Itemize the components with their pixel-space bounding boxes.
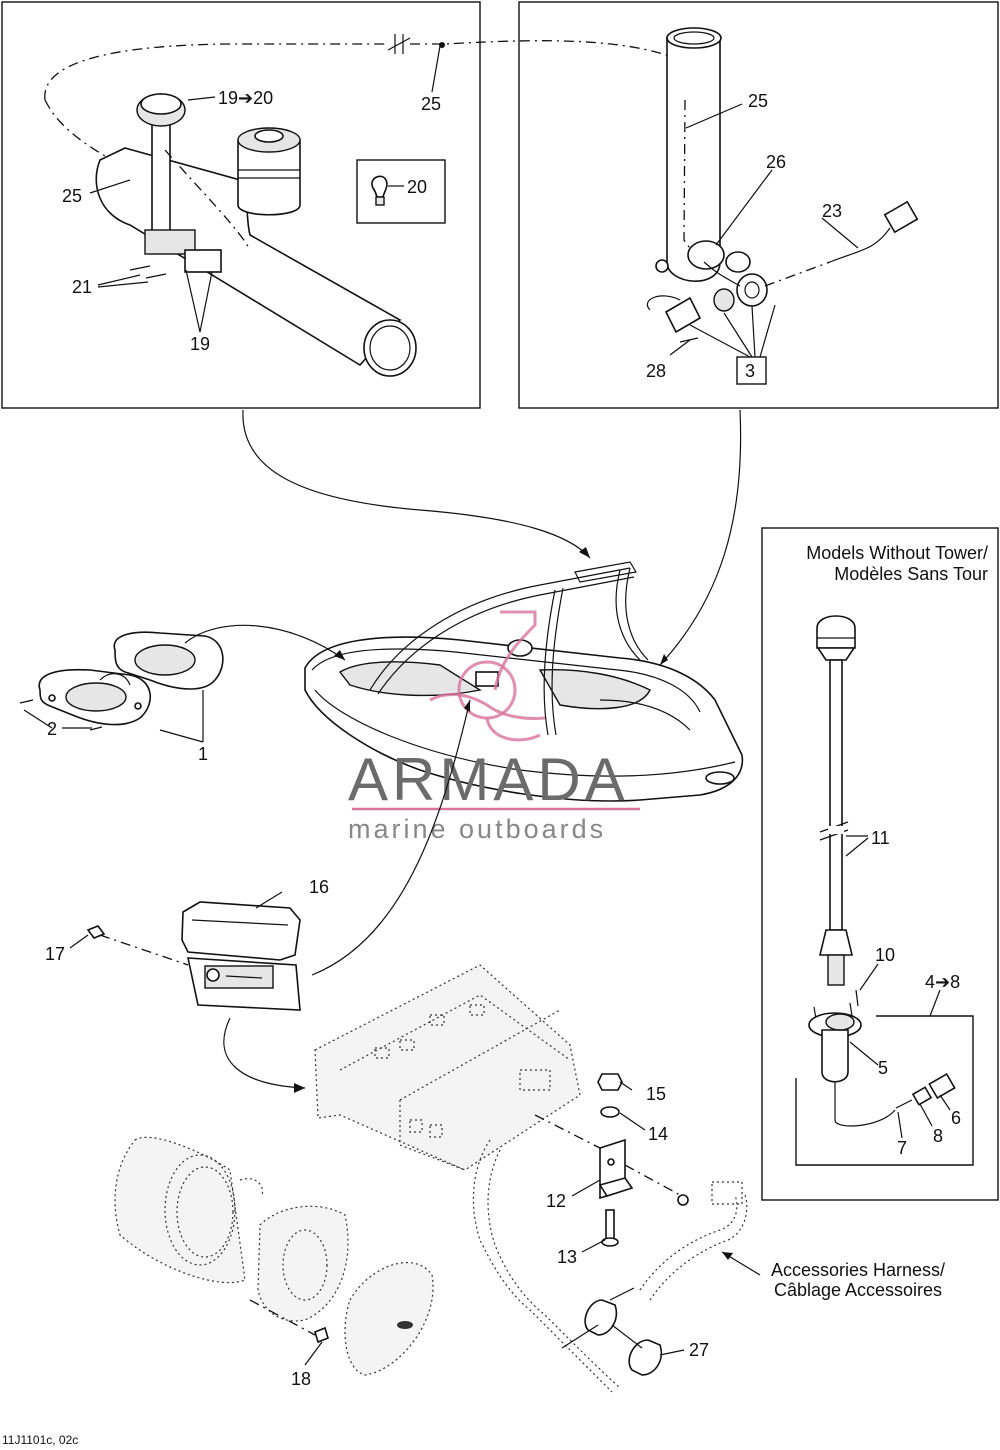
- inset-tower-tube-harness: [518, 1, 999, 409]
- callout-3: 3: [745, 361, 755, 381]
- inset-4-8-frame: [795, 1015, 974, 1166]
- accessories-harness-line1: Accessories Harness/: [771, 1260, 945, 1280]
- harness-connector: [711, 1181, 743, 1205]
- grille-assembly: [19, 631, 224, 743]
- drawing-code: 11J1101c, 02c: [2, 1433, 78, 1447]
- callout-23: 23: [822, 201, 842, 221]
- callout-21: 21: [72, 277, 92, 297]
- armada-watermark-logo: [429, 610, 546, 742]
- cable-ties: [561, 1287, 685, 1376]
- models-without-tower-line1: Models Without Tower/: [806, 543, 988, 563]
- boat-stereo-location: [475, 671, 499, 687]
- callout-17: 17: [45, 944, 65, 964]
- stern-light-pole: [829, 659, 843, 931]
- mount-bolt: [605, 1209, 615, 1241]
- socket: [736, 273, 768, 307]
- callout-14: 14: [648, 1124, 668, 1144]
- callout-16: 16: [309, 877, 329, 897]
- callout-5: 5: [878, 1058, 888, 1078]
- callout-13: 13: [557, 1247, 577, 1267]
- grommet: [687, 240, 725, 270]
- callout-25-top: 25: [421, 94, 441, 114]
- callout-19: 19: [190, 334, 210, 354]
- callout-6: 6: [951, 1108, 961, 1128]
- callout-19-20: 19➔20: [218, 88, 273, 108]
- stereo-chassis: [314, 964, 581, 1171]
- boat-tower-front: [369, 567, 631, 691]
- cable-tie-2: [628, 1339, 662, 1376]
- bulb-inset-frame: [356, 159, 446, 224]
- accessories-harness-line2: Câblage Accessoires: [774, 1280, 942, 1300]
- models-without-tower-line2: Modèles Sans Tour: [834, 564, 988, 584]
- callout-20: 20: [407, 177, 427, 197]
- speaker-assembly: [114, 1136, 434, 1376]
- light-bracket: [144, 229, 196, 255]
- stereo-cover-assembly: [69, 891, 301, 1011]
- cable-tie-1: [584, 1299, 617, 1336]
- tower-canister: [237, 139, 301, 216]
- mount-nut: [597, 1073, 623, 1091]
- light-pole: [151, 114, 171, 241]
- callout-25-left: 25: [62, 186, 82, 206]
- mounting-hardware: [534, 1073, 689, 1253]
- stern-light-dome-icon: [816, 615, 856, 649]
- callout-10: 10: [875, 945, 895, 965]
- callout-28: 28: [646, 361, 666, 381]
- callout-8: 8: [933, 1126, 943, 1146]
- accessories-harness-wire: [472, 1139, 613, 1393]
- callout-11: 11: [871, 828, 890, 848]
- callout-27: 27: [689, 1340, 709, 1360]
- harness-connector-icon: [883, 200, 919, 234]
- inset-left-frame: [1, 1, 481, 409]
- inset-models-without-tower: [761, 527, 999, 1201]
- watermark-tagline: marine outboards: [348, 814, 606, 844]
- bulb-icon: [371, 175, 388, 198]
- watermark-brand: ARMADA: [348, 746, 629, 813]
- callout-7: 7: [897, 1138, 907, 1158]
- speaker-grille-mesh: [344, 1262, 434, 1376]
- inset-no-tower-frame: [761, 527, 999, 1201]
- harness-wire: [829, 227, 891, 263]
- callout-26: 26: [766, 152, 786, 172]
- stereo-lid: [181, 901, 301, 961]
- stern-connector-icon: [928, 1072, 956, 1100]
- wire-25-crossover: [410, 40, 689, 131]
- radio-knob-icon: [206, 968, 220, 982]
- inset-tower-light: [1, 1, 481, 409]
- callout-1: 1: [198, 744, 208, 764]
- callout-25-right: 25: [748, 91, 768, 111]
- callout-15: 15: [646, 1084, 666, 1104]
- callout-4-8: 4➔8: [925, 972, 960, 992]
- speaker-driver: [257, 1205, 349, 1322]
- wire-25-top-left: [44, 43, 385, 101]
- callout-12: 12: [546, 1191, 566, 1211]
- inset-right-frame: [518, 1, 999, 409]
- callout-18: 18: [291, 1369, 311, 1389]
- callout-2: 2: [47, 719, 57, 739]
- mount-washer: [600, 1106, 620, 1118]
